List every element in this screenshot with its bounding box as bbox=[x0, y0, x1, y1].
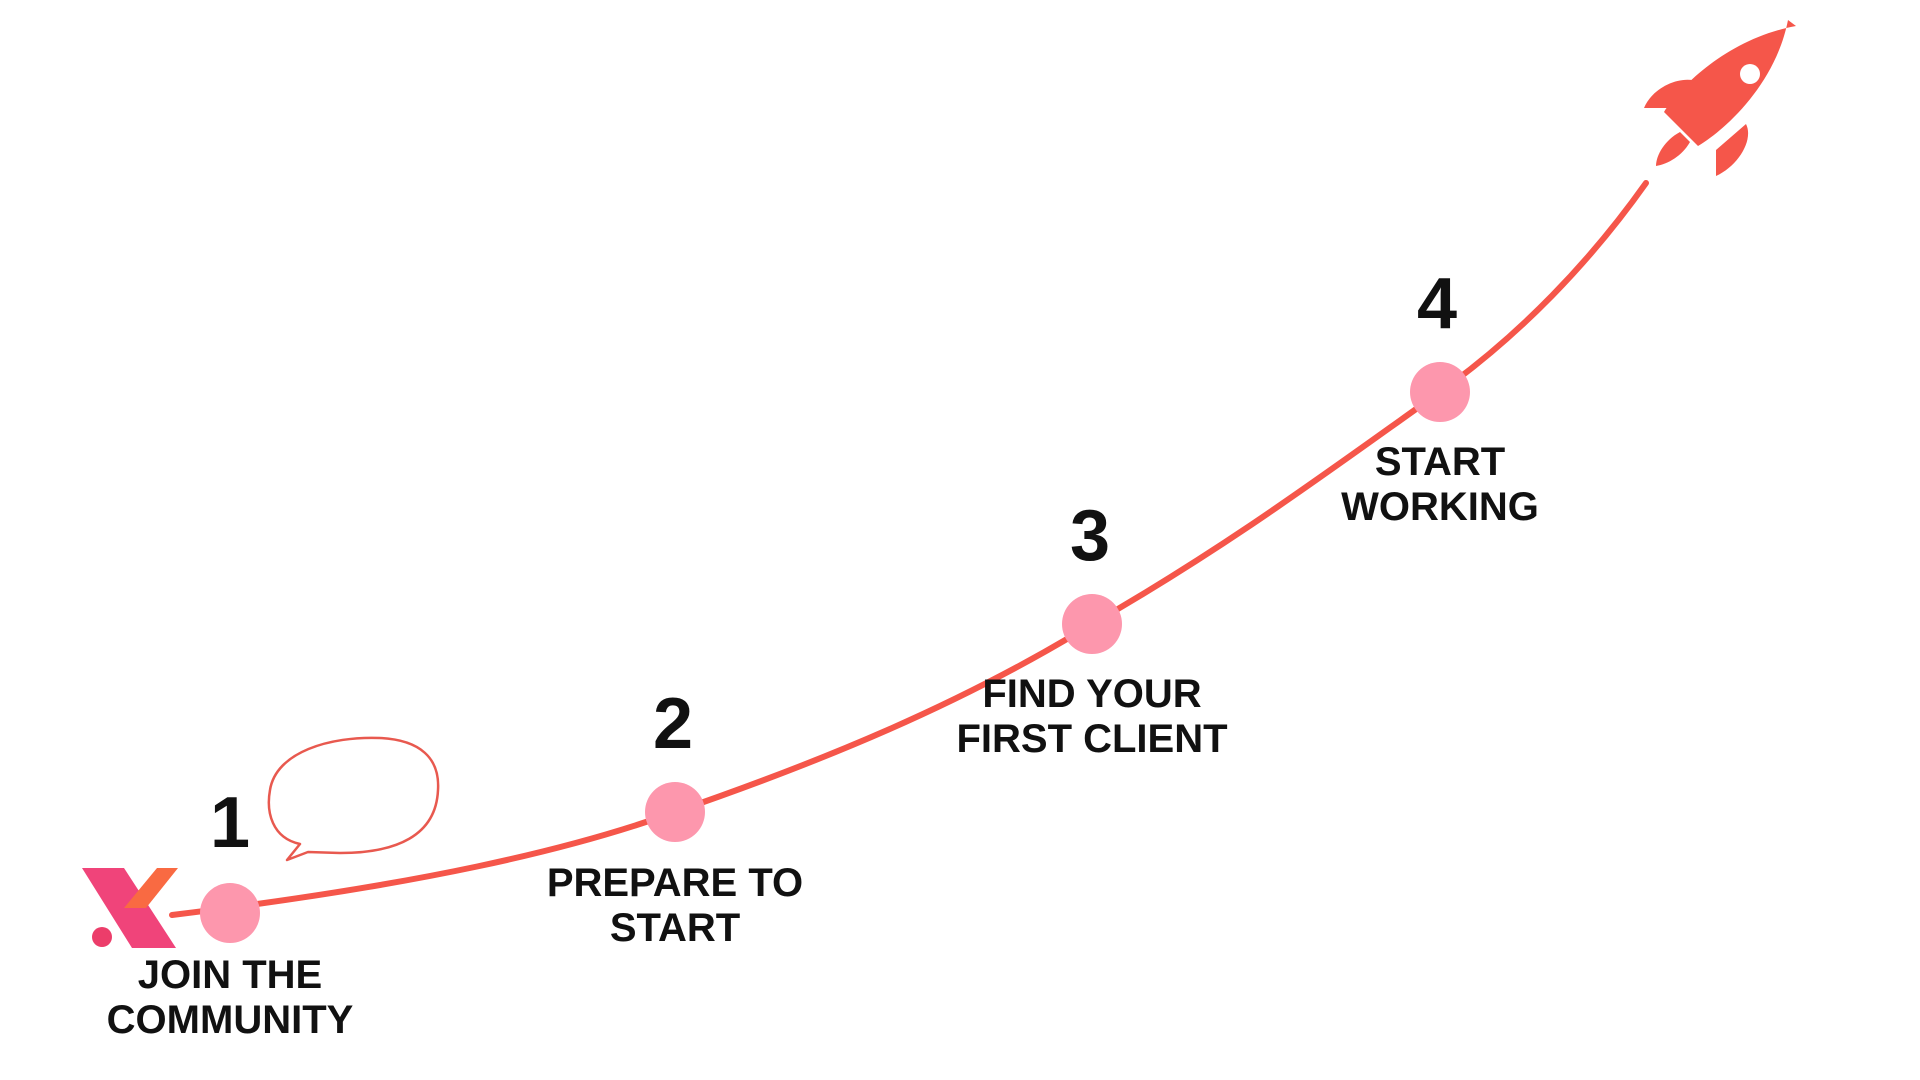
step-node bbox=[645, 782, 705, 842]
step-number: 1 bbox=[210, 783, 250, 863]
step-node bbox=[200, 883, 260, 943]
step-3: 3 FIND YOUR FIRST CLIENT bbox=[956, 496, 1227, 761]
step-node bbox=[1062, 594, 1122, 654]
step-label-line1: JOIN THE bbox=[138, 953, 322, 997]
step-number: 3 bbox=[1070, 496, 1110, 576]
step-label-line2: START bbox=[610, 906, 740, 950]
growth-path bbox=[169, 180, 1649, 918]
step-node bbox=[1410, 362, 1470, 422]
step-number: 4 bbox=[1417, 264, 1457, 344]
step-label-line1: START bbox=[1375, 440, 1505, 484]
step-2: 2 PREPARE TO START bbox=[547, 684, 803, 950]
rocket-icon bbox=[1644, 20, 1796, 176]
step-label-line2: WORKING bbox=[1341, 485, 1539, 529]
step-label-line1: FIND YOUR bbox=[982, 672, 1201, 716]
step-number: 2 bbox=[653, 684, 693, 764]
step-label-line2: FIRST CLIENT bbox=[956, 717, 1227, 761]
step-4: 4 START WORKING bbox=[1341, 264, 1539, 529]
step-label-line1: PREPARE TO bbox=[547, 861, 803, 905]
step-label-line2: COMMUNITY bbox=[107, 998, 354, 1042]
speech-bubble-icon bbox=[267, 736, 440, 862]
brand-x-logo bbox=[82, 868, 178, 948]
step-1: 1 JOIN THE COMMUNITY bbox=[107, 783, 354, 1042]
